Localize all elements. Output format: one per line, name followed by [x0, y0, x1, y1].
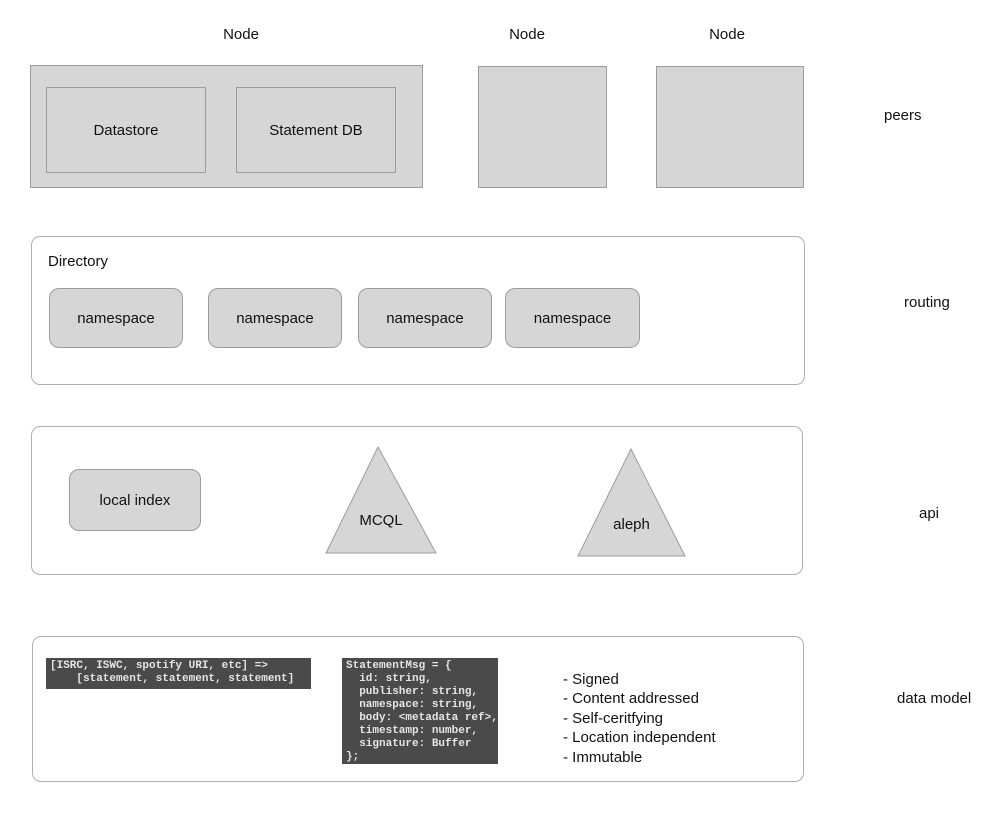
namespace-box-3: namespace: [358, 288, 492, 348]
node-title-3: Node: [709, 26, 745, 43]
routing-container: Directory namespace namespace namespace …: [31, 236, 805, 385]
triangle-icon: [325, 446, 437, 554]
peer-node-box-2: [478, 66, 607, 188]
peer-node-box-3: [656, 66, 804, 188]
property-item: - Self-ceritfying: [563, 709, 664, 727]
directory-title: Directory: [48, 253, 109, 270]
property-item: - Location independent: [563, 729, 716, 747]
namespace-box-4: namespace: [505, 288, 640, 348]
datastore-box: Datastore: [46, 87, 206, 173]
aleph-triangle-label: aleph: [613, 516, 650, 533]
local-index-label: local index: [99, 491, 171, 509]
index-mapping-code-block: [ISRC, ISWC, spotify URI, etc] => [state…: [46, 658, 311, 689]
row-label-peers: peers: [884, 107, 922, 124]
namespace-label: namespace: [386, 309, 464, 327]
mcql-triangle: MCQL: [324, 446, 438, 554]
local-index-box: local index: [69, 469, 201, 531]
properties-list: - Signed - Content addressed - Self-ceri…: [563, 670, 716, 767]
property-item: - Signed: [563, 671, 619, 688]
row-label-api: api: [919, 505, 940, 522]
row-label-data-model: data model: [897, 690, 972, 707]
datastore-label: Datastore: [93, 121, 159, 139]
namespace-label: namespace: [236, 309, 314, 327]
namespace-label: namespace: [77, 309, 155, 327]
namespace-label: namespace: [533, 309, 612, 327]
node-title-2: Node: [509, 26, 545, 43]
property-item: - Immutable: [563, 748, 643, 766]
statement-db-box: Statement DB: [236, 87, 396, 173]
namespace-box-1: namespace: [49, 288, 183, 348]
data-model-container: [ISRC, ISWC, spotify URI, etc] => [state…: [32, 636, 804, 782]
statement-msg-code-block: StatementMsg = { id: string, publisher: …: [342, 658, 498, 764]
node-title-1: Node: [223, 26, 259, 43]
aleph-triangle: aleph: [576, 448, 687, 558]
statement-db-label: Statement DB: [269, 121, 363, 139]
row-label-routing: routing: [904, 294, 950, 311]
mcql-triangle-label: MCQL: [359, 512, 403, 529]
property-item: - Content addressed: [563, 690, 699, 708]
peer-node-box-1: Datastore Statement DB: [30, 65, 423, 188]
triangle-icon: [577, 448, 686, 557]
namespace-box-2: namespace: [208, 288, 342, 348]
